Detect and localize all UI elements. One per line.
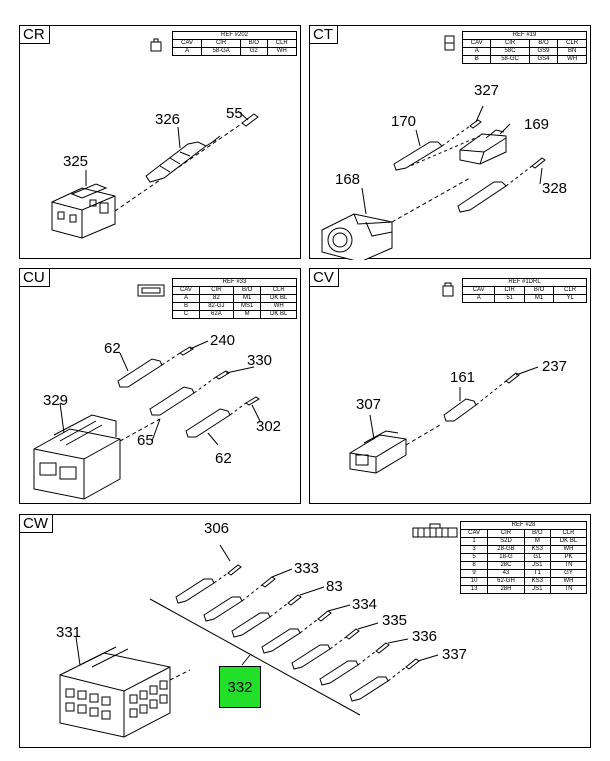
header-cav: CAV bbox=[171, 39, 203, 48]
callout-240: 240 bbox=[210, 332, 236, 349]
panel-cu: CU REF #3 bbox=[19, 268, 301, 504]
callout-333: 333 bbox=[294, 560, 320, 577]
header-clr: CLR bbox=[266, 39, 298, 48]
cu-drawing bbox=[33, 284, 261, 500]
callout-65: 65 bbox=[137, 432, 154, 449]
callout-62: 62 bbox=[104, 340, 121, 357]
ref-title: REF #1DRL bbox=[462, 278, 587, 287]
callout-307: 307 bbox=[356, 396, 382, 413]
callout-237: 237 bbox=[542, 358, 568, 375]
panel-tag: CT bbox=[309, 25, 338, 44]
connector-icon bbox=[137, 284, 165, 297]
connector-icon bbox=[442, 285, 454, 297]
callout-335: 335 bbox=[382, 612, 408, 629]
callout-62-lower: 62 bbox=[215, 450, 232, 467]
header-cir: CIR bbox=[201, 39, 241, 48]
cr-drawing bbox=[51, 38, 259, 239]
callout-327: 327 bbox=[474, 82, 500, 99]
callout-302: 302 bbox=[256, 418, 282, 435]
connector-icon bbox=[412, 527, 458, 538]
cw-drawing bbox=[59, 523, 458, 738]
panel-cw: CW bbox=[19, 514, 591, 748]
callout-329: 329 bbox=[43, 392, 69, 409]
panel-tag: CW bbox=[19, 514, 53, 533]
callout-168: 168 bbox=[335, 171, 361, 188]
ref-title: REF #19 bbox=[462, 31, 587, 40]
ref-title: REF #28 bbox=[460, 521, 587, 530]
callout-334: 334 bbox=[352, 596, 378, 613]
callout-306: 306 bbox=[204, 520, 230, 537]
callout-83: 83 bbox=[326, 578, 343, 595]
callout-328: 328 bbox=[542, 180, 568, 197]
header-bo: B/O bbox=[239, 39, 268, 48]
ref-title: REF #33 bbox=[172, 278, 297, 287]
callout-325: 325 bbox=[63, 153, 89, 170]
callout-326: 326 bbox=[155, 111, 181, 128]
panel-tag: CU bbox=[19, 268, 50, 287]
callout-169: 169 bbox=[524, 116, 550, 133]
highlighted-callout-332: 332 bbox=[219, 666, 261, 708]
panel-tag: CR bbox=[19, 25, 50, 44]
ref-title: REF #202 bbox=[172, 31, 297, 40]
ct-drawing bbox=[321, 35, 546, 260]
callout-161: 161 bbox=[450, 369, 476, 386]
callout-170: 170 bbox=[391, 113, 417, 130]
callout-331: 331 bbox=[56, 624, 82, 641]
cv-drawing bbox=[349, 282, 539, 474]
panel-tag: CV bbox=[309, 268, 339, 287]
callout-330: 330 bbox=[247, 352, 273, 369]
panel-ct: CT REF #19 C bbox=[309, 25, 591, 260]
callout-55: 55 bbox=[226, 105, 243, 122]
callout-337: 337 bbox=[442, 646, 468, 663]
connector-icon bbox=[150, 41, 162, 52]
callout-336: 336 bbox=[412, 628, 438, 645]
